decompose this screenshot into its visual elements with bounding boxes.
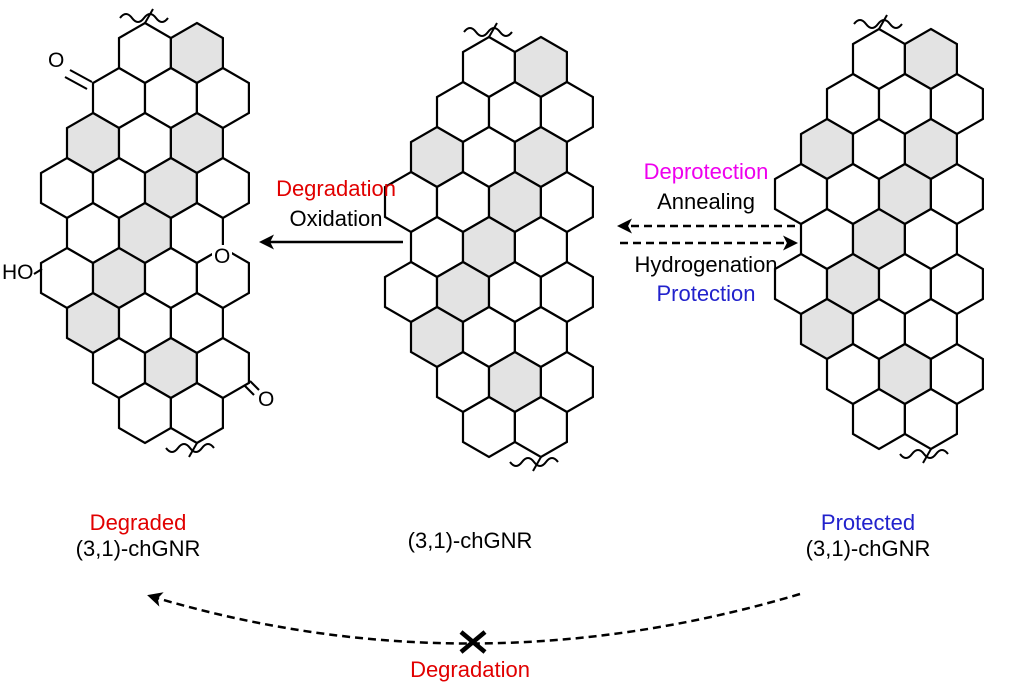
degraded-name-line1: Degraded [89,510,187,535]
protected-name-line1: Protected [820,510,916,535]
hydroxyl-group-label: HO [2,261,34,284]
blocked-degradation-arrow [147,592,801,645]
polymer-continuation-squiggle [853,19,903,29]
fused-ring-ribbon [383,22,594,472]
polymer-continuation-squiggle [899,449,949,459]
deprotection-label: Deprotection [643,159,769,184]
polymer-continuation-squiggle [509,457,559,467]
ether-oxygen-label: O [212,245,233,268]
parent-gnr-structure [352,22,652,487]
parent-name: (3,1)-chGNR [407,528,533,553]
carbonyl-oxygen-top-label: O [48,49,65,72]
protection-label: Protection [656,281,756,306]
polymer-continuation-squiggle [165,443,215,453]
polymer-continuation-squiggle [463,27,513,37]
polymer-continuation-squiggle [119,13,169,23]
degraded-name-line2: (3,1)-chGNR [75,536,201,561]
protected-gnr-structure [742,14,1031,479]
protected-gnr-drawing [773,14,984,464]
polymer-continuation-squiggle [144,8,154,24]
polymer-continuation-squiggle [488,22,498,38]
degraded-gnr-drawing [33,8,260,458]
parent-gnr-drawing [383,22,594,472]
hydrogenation-label: Hydrogenation [634,252,778,277]
carbonyl-oxygen-bottom-label: O [258,388,275,411]
annealing-label: Annealing [657,189,755,214]
fused-ring-ribbon [773,14,984,464]
degradation-label: Degradation [276,176,396,201]
bottom-degradation-label: Degradation [410,657,530,682]
protected-name-line2: (3,1)-chGNR [805,536,931,561]
fused-ring-ribbon [39,8,250,458]
polymer-continuation-squiggle [878,14,888,30]
cross-mark-icon [459,630,487,654]
oxidation-label: Oxidation [289,206,383,231]
degraded-gnr-structure: O HO O O [2,8,308,473]
oxygen-bond-lines [33,69,260,396]
